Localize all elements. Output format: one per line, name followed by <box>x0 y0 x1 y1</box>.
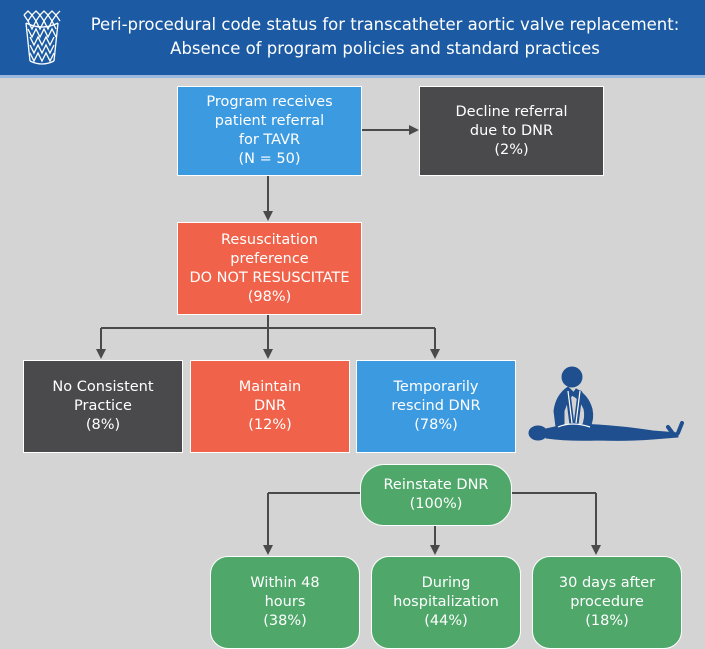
during-line-3: (44%) <box>424 613 468 629</box>
after30-line-2: procedure <box>570 594 644 610</box>
header-banner: Peri-procedural code status for transcat… <box>0 0 705 78</box>
node-30-days-after: 30 days after procedure (18%) <box>532 556 682 649</box>
maintain-line-1: Maintain <box>238 379 302 395</box>
node-maintain-dnr: Maintain DNR (12%) <box>190 360 350 453</box>
no-consistent-line-1: No Consistent <box>52 379 154 395</box>
referral-line-2: patient referral <box>214 113 325 129</box>
tavr-valve-icon <box>23 10 61 65</box>
within48-line-3: (38%) <box>263 613 307 629</box>
decline-line-1: Decline referral <box>455 103 568 120</box>
node-during-hospitalization: During hospitalization (44%) <box>371 556 521 649</box>
header-divider <box>0 75 705 78</box>
title-line-2: Absence of program policies and standard… <box>170 39 600 58</box>
decline-line-3: (2%) <box>494 141 529 158</box>
referral-line-3: for TAVR <box>238 132 301 148</box>
within48-line-2: hours <box>264 594 306 610</box>
cpr-illustration-icon <box>528 366 684 441</box>
preference-line-4: (98%) <box>247 288 292 305</box>
referral-line-4: (N = 50) <box>238 151 301 167</box>
decline-line-2: due to DNR <box>469 122 554 139</box>
preference-line-2: preference <box>230 250 309 267</box>
node-temporarily-rescind-dnr: Temporarily rescind DNR (78%) <box>356 360 516 453</box>
rescind-line-2: rescind DNR <box>391 398 481 414</box>
maintain-line-3: (12%) <box>248 417 292 433</box>
node-reinstate-dnr: Reinstate DNR (100%) <box>360 464 512 526</box>
preference-line-1: Resuscitation <box>221 231 318 248</box>
during-line-2: hospitalization <box>393 594 499 610</box>
node-no-consistent-practice: No Consistent Practice (8%) <box>23 360 183 453</box>
referral-line-1: Program receives <box>206 94 333 110</box>
reinstate-line-2: (100%) <box>409 496 463 512</box>
within48-line-1: Within 48 <box>250 575 320 591</box>
preference-line-3: DO NOT RESUSCITATE <box>189 269 350 286</box>
no-consistent-line-2: Practice <box>74 398 132 414</box>
page-title: Peri-procedural code status for transcat… <box>70 13 700 61</box>
after30-line-1: 30 days after <box>558 575 656 591</box>
after30-line-3: (18%) <box>585 613 629 629</box>
node-program-referral: Program receives patient referral for TA… <box>177 86 362 176</box>
rescind-line-3: (78%) <box>414 417 458 433</box>
no-consistent-line-3: (8%) <box>85 417 121 433</box>
title-line-1: Peri-procedural code status for transcat… <box>90 15 680 34</box>
node-resuscitation-preference: Resuscitation preference DO NOT RESUSCIT… <box>177 222 362 315</box>
node-within-48-hours: Within 48 hours (38%) <box>210 556 360 649</box>
node-decline-referral: Decline referral due to DNR (2%) <box>419 86 604 176</box>
rescind-line-1: Temporarily <box>393 379 479 395</box>
during-line-1: During <box>421 575 471 591</box>
reinstate-line-1: Reinstate DNR <box>383 477 489 493</box>
maintain-line-2: DNR <box>253 398 287 414</box>
